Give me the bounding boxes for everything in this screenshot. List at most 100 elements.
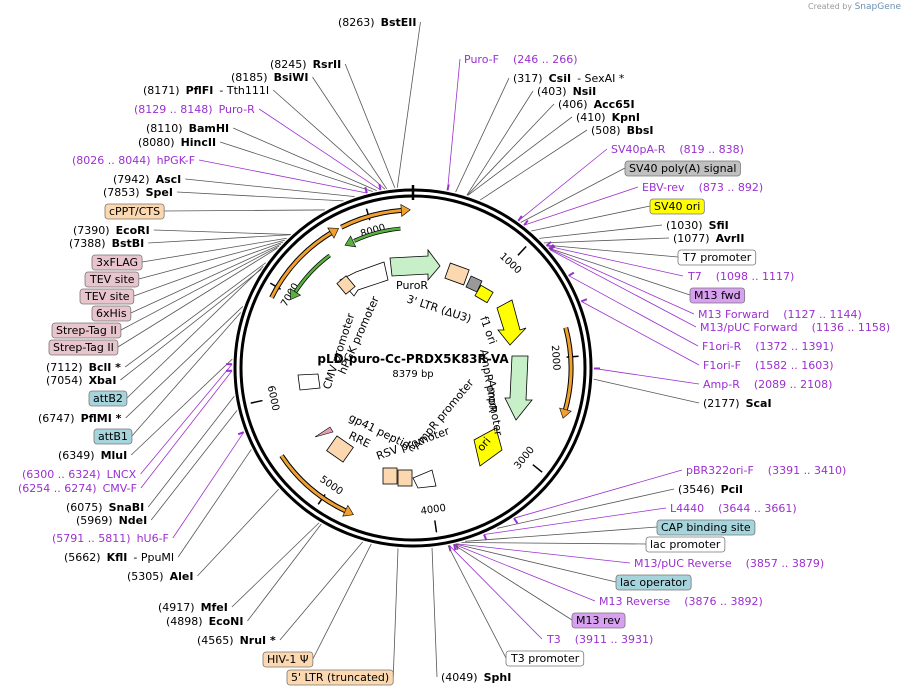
label-mfei[interactable]: (4917)MfeI <box>158 601 228 614</box>
label-m13pucfwd[interactable]: M13/pUC Forward(1136 .. 1158) <box>700 321 890 334</box>
ori-arrow[interactable] <box>473 427 503 467</box>
label-m13fwd[interactable]: M13 Forward(1127 .. 1144) <box>698 308 862 321</box>
label-lncx[interactable]: (6300 .. 6324)LNCX <box>22 468 137 481</box>
ampr-arrow[interactable] <box>504 355 533 421</box>
label-sv40par[interactable]: SV40pA-R(819 .. 838) <box>611 143 744 156</box>
label-nrui[interactable]: (4565)NruI * <box>197 634 276 647</box>
label-m13pucrev[interactable]: M13/pUC Reverse(3857 .. 3879) <box>634 557 824 570</box>
box-cap[interactable]: CAP binding site <box>656 519 756 536</box>
label-bbsi[interactable]: (508)BbsI <box>591 124 654 137</box>
orange-arrow-top-head[interactable] <box>400 203 411 218</box>
label-hu6f[interactable]: (5791 .. 5811)hU6-F <box>52 532 169 545</box>
box-strep1[interactable]: Strep-Tag II <box>51 322 122 339</box>
box-flag3x[interactable]: 3xFLAG <box>91 254 143 271</box>
green-arrow-top-head[interactable] <box>344 235 357 248</box>
orange-arrow-bottom[interactable] <box>280 454 346 513</box>
label-hpgkf[interactable]: (8026 .. 8044)hPGK-F <box>72 154 195 167</box>
label-bamhi[interactable]: (8110)BamHI <box>146 122 229 135</box>
orange-arrow-left-head[interactable] <box>327 227 340 239</box>
f1ori-arrow[interactable] <box>496 299 527 346</box>
f1ori-yellow-block[interactable] <box>474 284 494 304</box>
ltr3-block[interactable] <box>444 262 470 286</box>
label-m13rev[interactable]: M13 Reverse(3876 .. 3892) <box>599 595 763 608</box>
label-kfli[interactable]: (5662)KflI- PpuMI <box>64 551 174 564</box>
label-bstbi[interactable]: (7388)BstBI <box>69 237 144 250</box>
box-m13revbox[interactable]: M13 rev <box>571 612 626 629</box>
feature-label-3ltr[interactable]: 3' LTR (ΔU3) <box>405 292 473 325</box>
rre-block[interactable] <box>326 435 354 463</box>
label-scai[interactable]: (2177)ScaI <box>703 397 772 410</box>
rsv-block-a[interactable] <box>382 467 398 485</box>
box-strep2[interactable]: Strep-Tag II <box>48 339 119 356</box>
green-arrow-left[interactable] <box>294 254 331 293</box>
label-sfii[interactable]: (1030)SfiI <box>666 219 729 232</box>
label-kpni[interactable]: (410)KpnI <box>576 111 640 124</box>
label-acc65i[interactable]: (406)Acc65I <box>558 98 635 111</box>
label-alei[interactable]: (5305)AleI <box>127 570 193 583</box>
label-rsrii[interactable]: (8245)RsrII <box>270 58 341 71</box>
label-mlui[interactable]: (6349)MluI <box>58 449 127 462</box>
label-ecori[interactable]: (7390)EcoRI <box>73 224 150 237</box>
label-snabi[interactable]: (6075)SnaBI <box>66 501 144 514</box>
label-sphi[interactable]: (4049)SphI <box>441 671 511 684</box>
box-lacprom[interactable]: lac promoter <box>645 536 726 553</box>
box-attb2[interactable]: attB2 <box>88 390 128 407</box>
label-ampr_p[interactable]: Amp-R(2089 .. 2108) <box>703 378 832 391</box>
feature-label-amprprom-bottom[interactable]: AmpR promoter <box>410 376 476 452</box>
label-nsii[interactable]: (403)NsiI <box>537 85 596 98</box>
label-f1orir[interactable]: F1ori-R(1372 .. 1391) <box>702 340 834 353</box>
amprprom-arrow[interactable] <box>412 469 437 489</box>
rsv-block-b[interactable] <box>397 469 413 487</box>
orange-arrow-top[interactable] <box>340 208 402 229</box>
box-tev1[interactable]: TEV site <box>84 271 140 288</box>
small-gray-block[interactable] <box>465 275 483 293</box>
box-tev2[interactable]: TEV site <box>79 288 135 305</box>
label-l4440[interactable]: L4440(3644 .. 3661) <box>670 502 797 515</box>
box-attb1[interactable]: attB1 <box>93 428 133 445</box>
label-pflmi[interactable]: (6747)PflMI * <box>38 412 122 425</box>
orange-arrow-right[interactable] <box>563 327 573 410</box>
label-econi[interactable]: (4898)EcoNI <box>166 615 243 628</box>
label-bsiwi[interactable]: (8185)BsiWI <box>231 71 309 84</box>
label-t3[interactable]: T3(3911 .. 3931) <box>546 633 653 646</box>
cmv-arrow[interactable] <box>297 373 321 391</box>
label-spei[interactable]: (7853)SpeI <box>103 186 173 199</box>
puror-arrow[interactable] <box>389 248 441 282</box>
label-bsteii[interactable]: (8263)BstEII <box>338 16 416 29</box>
green-arrow-left-head[interactable] <box>290 288 302 300</box>
box-sv40pa[interactable]: SV40 poly(A) signal <box>624 160 741 177</box>
cppt-block[interactable] <box>336 275 356 295</box>
box-hiv1psi[interactable]: HIV-1 Ψ <box>262 651 314 668</box>
label-csi[interactable]: (317)CsiI- SexAI * <box>513 72 625 85</box>
label-pbr322f[interactable]: pBR322ori-F(3391 .. 3410) <box>686 464 846 477</box>
label-ebvrev[interactable]: EBV-rev(873 .. 892) <box>642 181 763 194</box>
label-f1orif[interactable]: F1ori-F(1582 .. 1603) <box>703 359 834 372</box>
box-lacop[interactable]: lac operator <box>615 574 692 591</box>
gp41-marker[interactable] <box>314 426 334 438</box>
feature-label-puror[interactable]: PuroR <box>396 279 428 292</box>
label-avrii[interactable]: (1077)AvrII <box>673 232 744 245</box>
label-pflfi[interactable]: (8171)PflFI- Tth111I <box>143 84 269 97</box>
label-bcli[interactable]: (7112)BclI * <box>46 361 121 374</box>
green-arrow-top[interactable] <box>353 227 401 243</box>
box-t7prom[interactable]: T7 promoter <box>677 249 757 266</box>
label-pcii[interactable]: (3546)PciI <box>678 483 743 496</box>
label-cmvf[interactable]: (6254 .. 6274)CMV-F <box>18 482 137 495</box>
box-sv40ori[interactable]: SV40 ori <box>649 198 705 215</box>
box-m13fwdbox[interactable]: M13 fwd <box>689 287 746 304</box>
orange-arrow-left[interactable] <box>270 231 332 299</box>
feature-label-ampr[interactable]: AmpR <box>485 380 499 414</box>
box-cppt[interactable]: cPPT/CTS <box>104 203 165 220</box>
box-his6[interactable]: 6xHis <box>91 305 132 322</box>
label-ndei[interactable]: (5969)NdeI <box>76 514 147 527</box>
label-purorev[interactable]: (8129 .. 8148)Puro-R <box>134 103 255 116</box>
label-hincii[interactable]: (8080)HincII <box>138 136 216 149</box>
label-xbai[interactable]: (7054)XbaI <box>46 374 116 387</box>
label-puroF[interactable]: Puro-F(246 .. 266) <box>464 53 578 66</box>
label-asci[interactable]: (7942)AscI <box>113 173 181 186</box>
orange-arrow-top-outline[interactable] <box>340 207 402 230</box>
box-t3prom[interactable]: T3 promoter <box>505 650 585 667</box>
box-ltr5[interactable]: 5' LTR (truncated) <box>286 669 394 686</box>
feature-label-f1ori[interactable]: f1 ori <box>477 315 499 346</box>
orange-arrow-bottom-head[interactable] <box>342 504 354 517</box>
